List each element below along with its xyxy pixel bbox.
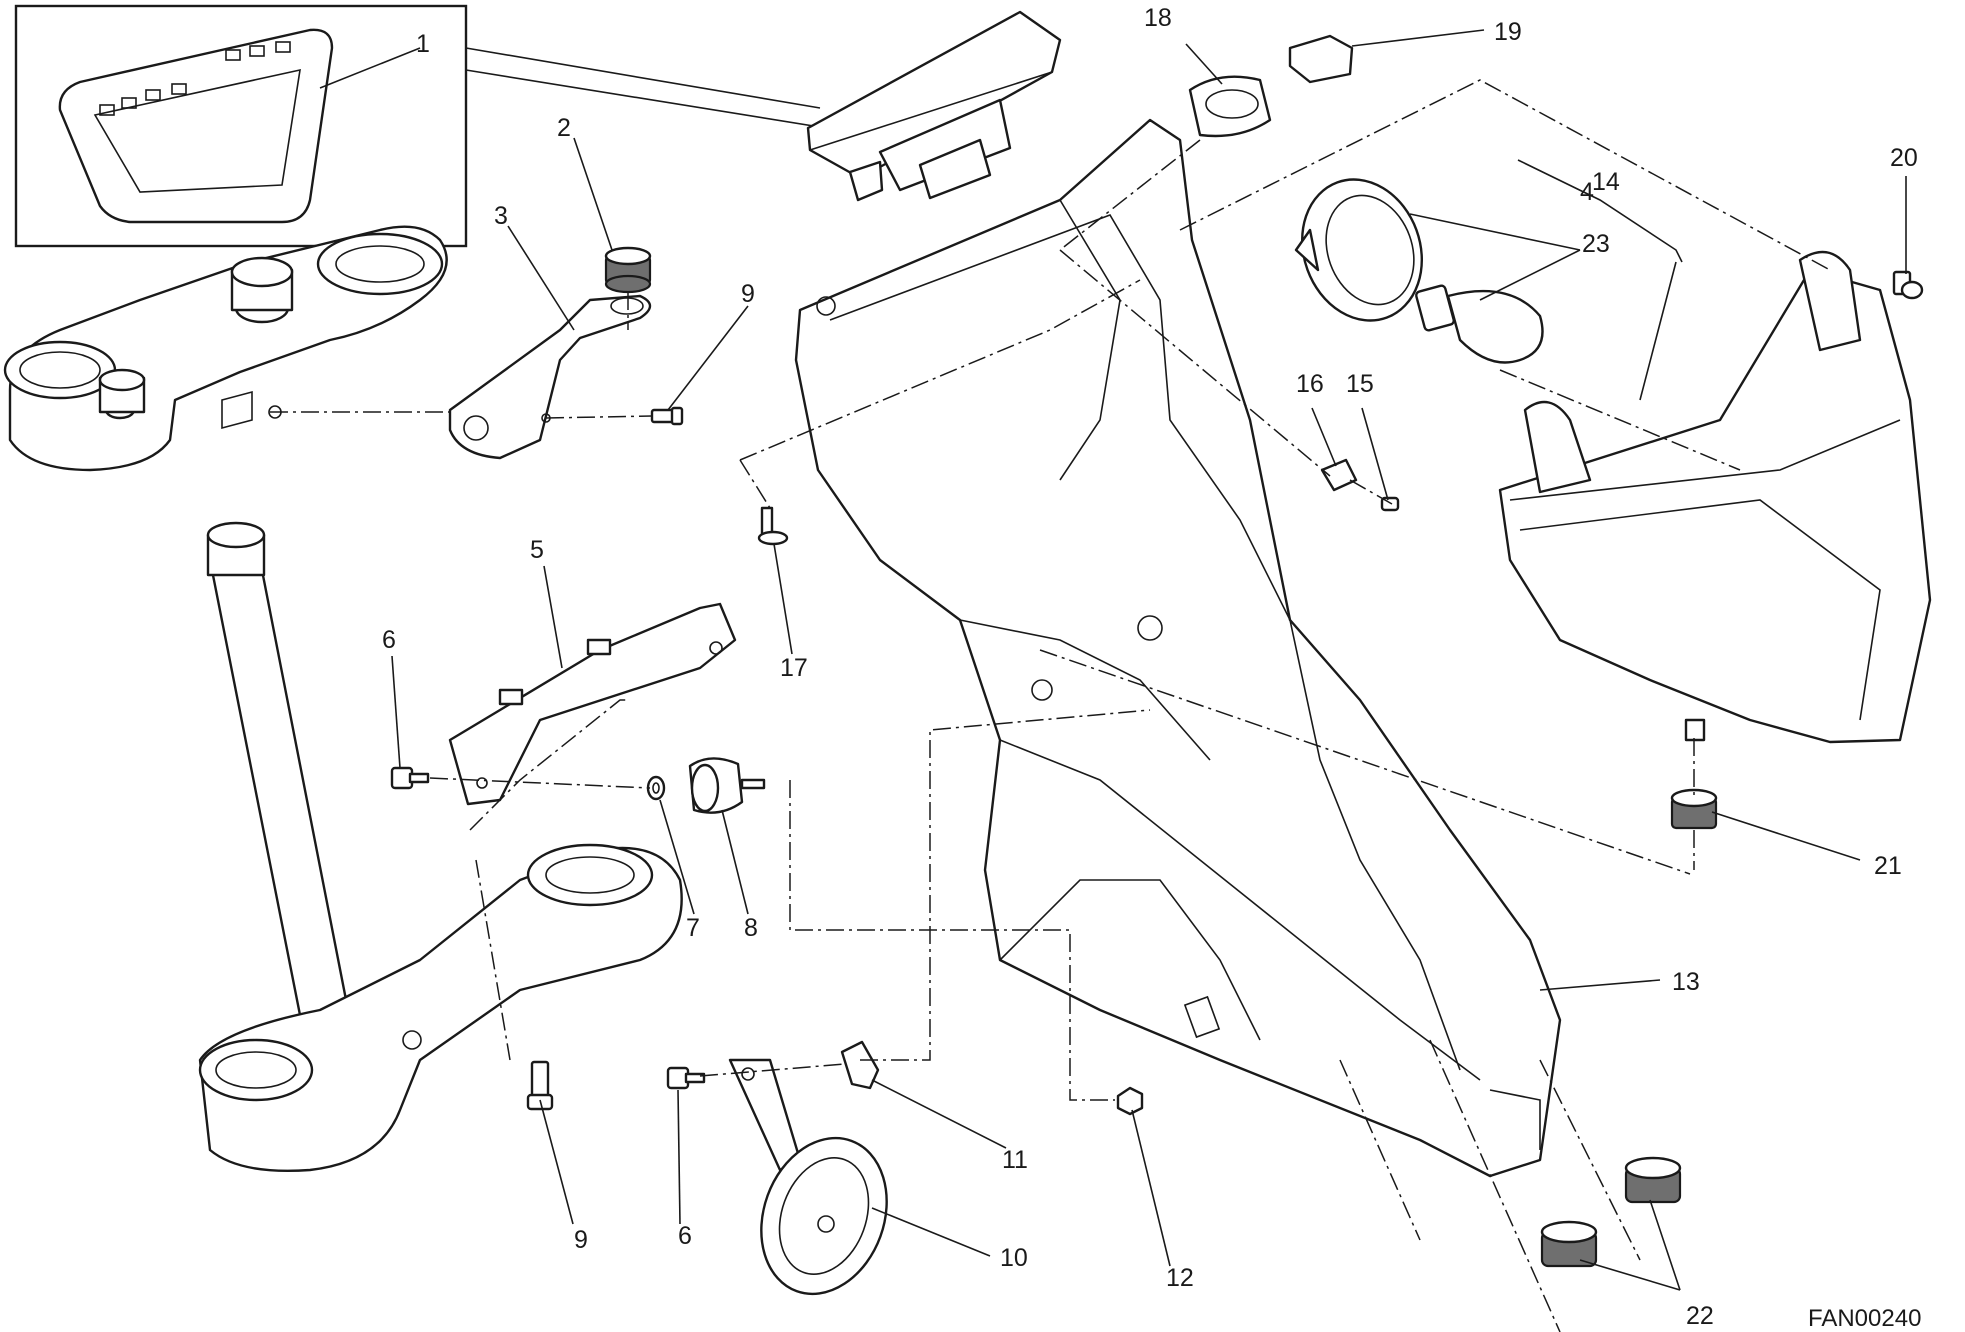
- bracket-part-3: [448, 294, 652, 460]
- callout-6-upper: 6: [382, 626, 396, 654]
- bulb-cap-4: [1294, 178, 1424, 322]
- clip-11: [840, 1040, 880, 1090]
- callout-2: 2: [557, 114, 571, 142]
- callout-23: 23: [1582, 230, 1610, 258]
- rubber-21: [1670, 788, 1718, 830]
- horn-10: [728, 1058, 888, 1296]
- callout-1: 1: [416, 30, 430, 58]
- callout-10: 10: [1000, 1244, 1028, 1272]
- front-fairing-13: [794, 118, 1562, 1178]
- callout-7: 7: [686, 914, 700, 942]
- screw-6-lower: [666, 1066, 706, 1090]
- instrument-panel: [806, 10, 1062, 202]
- assembly-lines: [270, 79, 1831, 1332]
- drawing-code: FAN00240: [1808, 1305, 1921, 1332]
- screw-6-upper: [390, 766, 430, 790]
- callout-20: 20: [1890, 144, 1918, 172]
- screw-9-upper: [650, 406, 684, 426]
- callout-19: 19: [1494, 18, 1522, 46]
- callout-15: 15: [1346, 370, 1374, 398]
- washer-7: [646, 775, 666, 801]
- steering-stem: [206, 521, 350, 1017]
- leader-lines: [319, 29, 1907, 1291]
- callout-6-lower: 6: [678, 1222, 692, 1250]
- callout-14: 14: [1592, 168, 1620, 196]
- callout-5: 5: [530, 536, 544, 564]
- connector-19: [1288, 34, 1354, 84]
- grommet-18: [1188, 75, 1272, 138]
- callout-18: 18: [1144, 4, 1172, 32]
- callout-16: 16: [1296, 370, 1324, 398]
- callout-12: 12: [1166, 1264, 1194, 1292]
- lower-triple-clamp: [198, 843, 683, 1173]
- bulb-23: [1415, 284, 1544, 364]
- inset-instrument-cover: [14, 4, 827, 248]
- callout-22: 22: [1686, 1302, 1714, 1330]
- callout-17: 17: [780, 654, 808, 682]
- callout-9-upper: 9: [741, 280, 755, 308]
- callout-4: 4: [1580, 178, 1594, 206]
- callout-13: 13: [1672, 968, 1700, 996]
- nut-12: [1116, 1086, 1144, 1116]
- callout-9-lower: 9: [574, 1226, 588, 1254]
- callout-8: 8: [744, 914, 758, 942]
- rubber-22: [1540, 1156, 1682, 1268]
- callout-11: 11: [1002, 1146, 1028, 1174]
- callout-3: 3: [494, 202, 508, 230]
- bracket-part-5: [448, 602, 737, 806]
- push-pin-17: [757, 506, 789, 546]
- headlight-assembly-14: [1498, 250, 1932, 744]
- callouts: 1 2 3 9 5 6 7 8 9 6 10 11 12 13 14 15 16…: [382, 4, 1921, 1332]
- grommet-part-2: [604, 246, 652, 294]
- rubber-mount-8: [688, 757, 766, 814]
- screw-20: [1892, 270, 1924, 300]
- callout-21: 21: [1874, 852, 1902, 880]
- upper-triple-clamp: [3, 225, 448, 472]
